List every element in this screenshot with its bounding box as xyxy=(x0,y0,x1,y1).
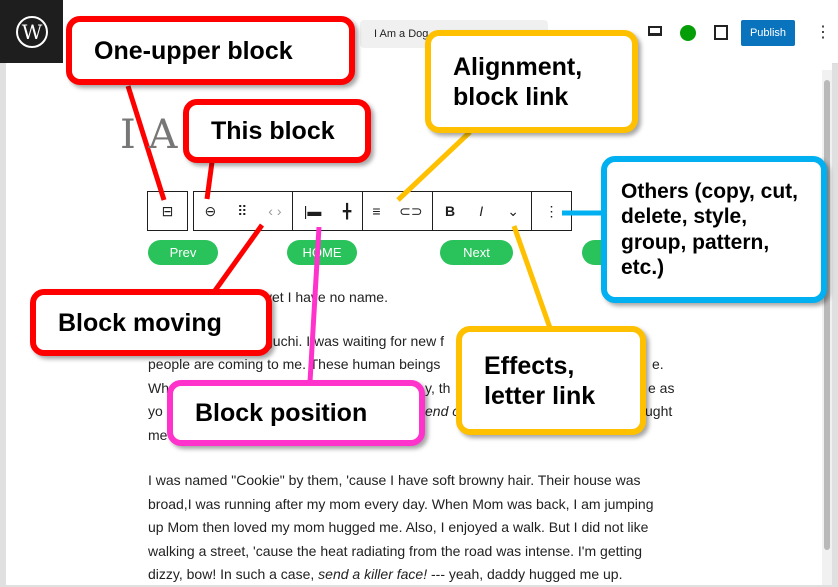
svg-text:W: W xyxy=(21,20,42,44)
callout-others: Others (copy, cut, delete, style, group,… xyxy=(601,156,827,303)
select-parent-block-button[interactable]: ⊟ xyxy=(147,191,188,231)
next-button[interactable]: Next xyxy=(440,240,513,265)
parent-block-icon: ⊟ xyxy=(161,202,174,219)
paragraph-2-text[interactable]: people are coming to me. These human bei… xyxy=(148,356,441,372)
callout-block-position: Block position xyxy=(167,380,425,446)
link-icon[interactable]: ⊂⊃ xyxy=(399,202,423,219)
line: I was named "Cookie" by them, 'cause I h… xyxy=(148,472,641,488)
callout-one-upper-block: One-upper block xyxy=(66,16,355,85)
chevron-down-icon[interactable]: ⌄ xyxy=(507,202,519,219)
paragraph-2-text[interactable]: me xyxy=(148,427,168,443)
preview-device-icon[interactable] xyxy=(648,26,662,36)
drag-handle-icon[interactable]: ⠿ xyxy=(237,202,248,219)
callout-effects: Effects, letter link xyxy=(456,326,646,435)
text: dizzy, bow! In such a case, xyxy=(148,566,319,582)
paragraph-2-text[interactable]: e. xyxy=(652,356,664,372)
paragraph-2-text[interactable]: e as xyxy=(648,380,675,396)
justify-center-icon[interactable]: ╋ xyxy=(342,202,352,219)
line: walking a street, 'cause the heat radiat… xyxy=(148,542,643,559)
line: up Mom then loved my mom hugged me. Also… xyxy=(148,519,649,535)
text: --- yeah, daddy hugged me up. xyxy=(427,566,623,582)
callout-this-block: This block xyxy=(183,99,371,163)
callout-alignment: Alignment, block link xyxy=(425,30,638,133)
kebab-icon: ⋮ xyxy=(544,202,559,219)
line: dizzy, bow! In such a case, send a kille… xyxy=(148,563,654,587)
emphasis: send a killer face! xyxy=(318,566,428,582)
prev-button[interactable]: Prev xyxy=(148,240,218,265)
publish-button[interactable]: Publish xyxy=(741,20,795,46)
align-icon[interactable]: ≡ xyxy=(372,203,381,219)
paragraph-3[interactable]: I was named "Cookie" by them, 'cause I h… xyxy=(148,469,654,587)
paragraph-2-text[interactable]: y, th xyxy=(425,380,451,396)
paragraph-2-text[interactable]: Wh xyxy=(148,380,169,396)
wordpress-logo-icon[interactable]: W xyxy=(0,0,63,63)
post-heading[interactable]: I A xyxy=(120,112,178,158)
settings-sidebar-icon[interactable] xyxy=(714,25,728,40)
jetpack-icon[interactable] xyxy=(680,25,696,41)
move-arrows-icon[interactable]: ‹ › xyxy=(268,203,282,219)
home-button[interactable]: HOME xyxy=(287,240,357,265)
position-group: |▬ ╋ xyxy=(292,191,363,231)
paragraph-2-text[interactable]: ught xyxy=(645,403,673,419)
scrollbar-thumb[interactable] xyxy=(824,80,830,550)
options-menu-icon[interactable]: ⋮ xyxy=(815,24,831,41)
italic-icon[interactable]: I xyxy=(479,203,484,219)
block-type-icon[interactable]: ⊖ xyxy=(204,202,217,219)
paragraph-1[interactable]: yet I have no name. xyxy=(265,289,388,305)
bold-icon[interactable]: B xyxy=(445,203,456,219)
format-group: B I ⌄ xyxy=(432,191,532,231)
paragraph-2-text[interactable]: end c xyxy=(425,403,460,419)
paragraph-2-text[interactable]: yo xyxy=(148,403,163,419)
callout-block-moving: Block moving xyxy=(30,289,272,356)
justify-left-icon[interactable]: |▬ xyxy=(303,203,322,219)
line: broad,I was running after my mom every d… xyxy=(148,495,654,512)
